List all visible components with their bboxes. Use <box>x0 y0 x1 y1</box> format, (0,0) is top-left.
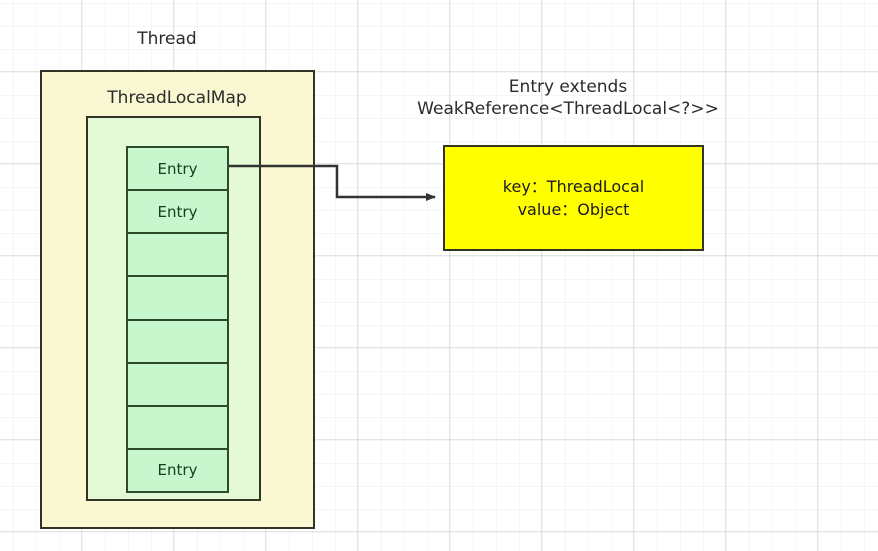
entry-cell <box>128 234 227 278</box>
entry-cell <box>128 277 227 321</box>
entry-cell <box>128 320 227 364</box>
entry-cell <box>128 406 227 450</box>
entry-extends-label: Entry extends WeakReference<ThreadLocal<… <box>417 77 719 119</box>
entry-cell: Entry <box>128 191 227 235</box>
entry-table: Entry Entry Entry <box>126 146 229 493</box>
thread-label: Thread <box>137 29 197 49</box>
entry-cell: Entry <box>128 148 227 192</box>
entry-cell: Entry <box>128 449 227 491</box>
entry-cell <box>128 363 227 407</box>
entry-value-line: value：Object <box>517 200 630 219</box>
entry-key-line: key：ThreadLocal <box>502 177 645 196</box>
entry-detail-box: key：ThreadLocal value：Object <box>443 145 704 251</box>
